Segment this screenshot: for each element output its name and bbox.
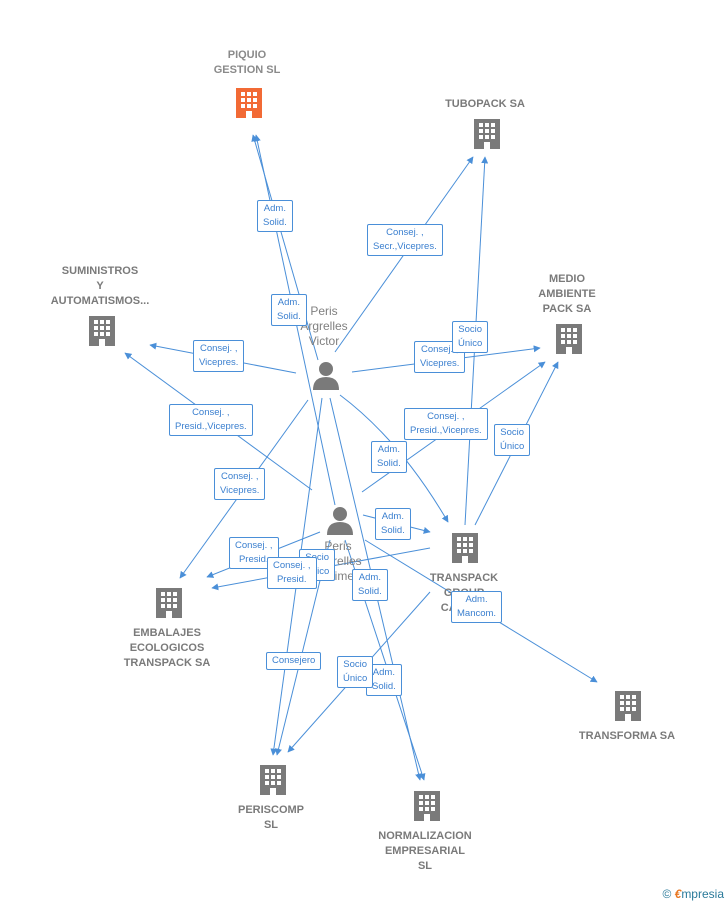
edge-label-consej-secr-vicepres: Consej. , Secr.,Vicepres. — [367, 224, 443, 256]
edge-label-socio-unico: Socio Único — [494, 424, 531, 456]
edge-label-adm-mancom: Adm. Mancom. — [451, 591, 503, 623]
building-icon-piquio[interactable] — [233, 86, 265, 120]
brand-name: mpresia — [681, 887, 724, 901]
person-icon-jaime[interactable] — [325, 505, 355, 535]
company-label-piquio[interactable]: PIQUIO GESTION SL — [213, 49, 281, 76]
building-icon-tubopack[interactable] — [471, 117, 503, 151]
edge-label-socio-unico: Socio Único — [452, 321, 489, 353]
company-label-periscomp[interactable]: PERISCOMP SL — [237, 804, 304, 831]
brand-logo-e: € — [674, 887, 682, 901]
edge-label-adm-solid: Adm. Solid. — [352, 569, 388, 601]
building-icon-medio[interactable] — [553, 322, 585, 356]
edge-label-adm-solid: Adm. Solid. — [271, 294, 307, 326]
building-icon-periscomp[interactable] — [257, 763, 289, 797]
person-icon-victor[interactable] — [311, 360, 341, 390]
company-label-medio[interactable]: MEDIO AMBIENTE PACK SA — [538, 273, 596, 315]
edge-label-consej-vicepres: Consej. , Vicepres. — [193, 340, 245, 372]
edge-label-adm-solid: Adm. Solid. — [371, 441, 407, 473]
company-label-suministros[interactable]: SUMINISTROS Y AUTOMATISMOS... — [50, 265, 150, 307]
edge-label-consejero: Consejero — [266, 652, 322, 670]
edge-label-consej-presid-vicepres: Consej. , Presid.,Vicepres. — [404, 408, 488, 440]
building-icon-embalajes[interactable] — [153, 586, 185, 620]
building-icon-transpack[interactable] — [449, 531, 481, 565]
edge-label-adm-solid: Adm. Solid. — [375, 508, 411, 540]
company-label-transforma[interactable]: TRANSFORMA SA — [578, 730, 676, 742]
edge-label-adm-solid: Adm. Solid. — [257, 200, 293, 232]
edge-label-consej-presid-vicepres: Consej. , Presid.,Vicepres. — [169, 404, 253, 436]
brand-footer[interactable]: © €mpresia — [662, 887, 724, 901]
building-icon-transforma[interactable] — [612, 689, 644, 723]
edge-label-socio-unico: Socio Único — [337, 656, 374, 688]
copyright-icon: © — [662, 887, 672, 901]
company-label-tubopack[interactable]: TUBOPACK SA — [445, 98, 525, 110]
company-label-embalajes[interactable]: EMBALAJES ECOLOGICOS TRANSPACK SA — [123, 627, 211, 669]
person-label-victor[interactable]: Peris Argrelles Victor — [300, 304, 348, 348]
building-icon-normalizacion[interactable] — [411, 789, 443, 823]
edge-label-consej-presid: Consej. , Presid. — [267, 557, 317, 589]
company-label-normalizacion[interactable]: NORMALIZACION EMPRESARIAL SL — [378, 830, 472, 872]
building-icon-suministros[interactable] — [86, 314, 118, 348]
edge-label-consej-vicepres: Consej. , Vicepres. — [214, 468, 266, 500]
